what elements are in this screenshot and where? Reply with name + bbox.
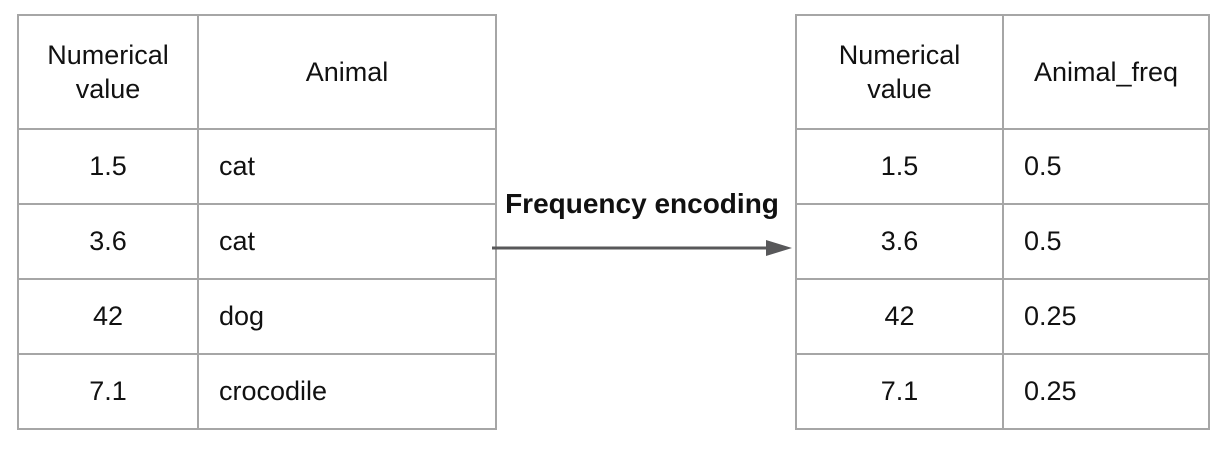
column-header-numerical-value: Numerical value [17,14,199,130]
numerical-value-cell: 1.5 [795,128,1004,205]
numerical-value-cell: 7.1 [795,353,1004,430]
transform-label: Frequency encoding [505,188,779,219]
column-header-animal: Animal [197,14,497,130]
table-row: 42 dog [17,278,497,355]
column-header-numerical-value: Numerical value [795,14,1004,130]
table-row: 42 0.25 [795,278,1210,355]
transform-group: Frequency encoding [492,0,792,462]
right-arrow-icon [492,240,792,256]
table-row: 7.1 0.25 [795,353,1210,430]
animal-cell: cat [197,203,497,280]
table-row: 3.6 0.5 [795,203,1210,280]
animal-freq-cell: 0.25 [1002,353,1210,430]
header-row: Numerical value Animal [17,14,497,130]
numerical-value-cell: 42 [795,278,1004,355]
column-header-animal-freq: Animal_freq [1002,14,1210,130]
table-row: 3.6 cat [17,203,497,280]
animal-cell: crocodile [197,353,497,430]
animal-freq-cell: 0.5 [1002,128,1210,205]
animal-cell: cat [197,128,497,205]
animal-freq-cell: 0.5 [1002,203,1210,280]
numerical-value-cell: 3.6 [795,203,1004,280]
animal-cell: dog [197,278,497,355]
table-row: 1.5 0.5 [795,128,1210,205]
numerical-value-cell: 3.6 [17,203,199,280]
table-row: 7.1 crocodile [17,353,497,430]
numerical-value-cell: 42 [17,278,199,355]
animal-freq-cell: 0.25 [1002,278,1210,355]
numerical-value-cell: 7.1 [17,353,199,430]
table-row: 1.5 cat [17,128,497,205]
header-row: Numerical value Animal_freq [795,14,1210,130]
input-table: Numerical value Animal 1.5 cat 3.6 cat 4… [17,14,497,430]
output-table: Numerical value Animal_freq 1.5 0.5 3.6 … [795,14,1210,430]
numerical-value-cell: 1.5 [17,128,199,205]
